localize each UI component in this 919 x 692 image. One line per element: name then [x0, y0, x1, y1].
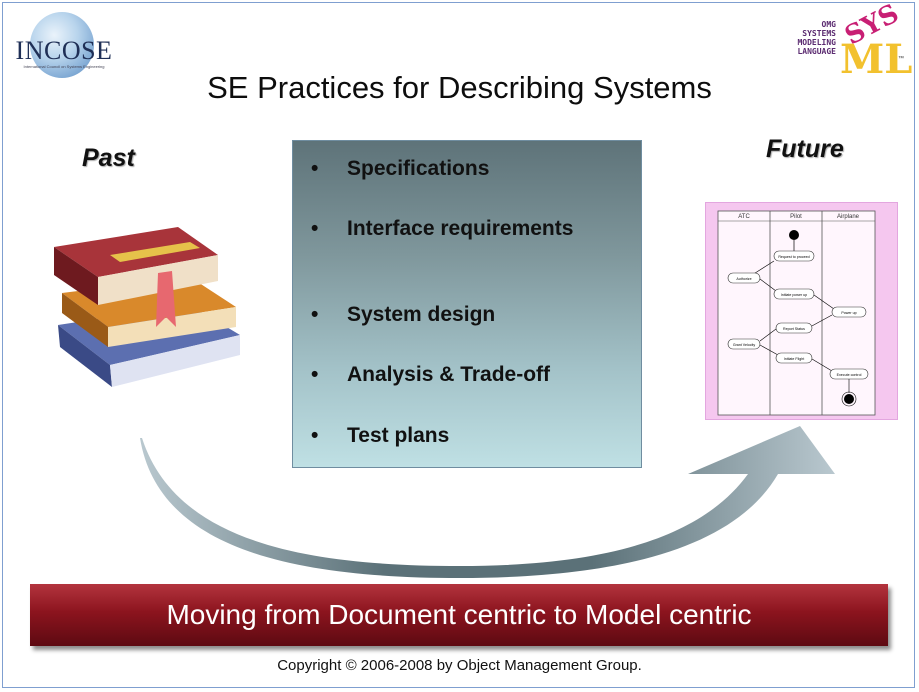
sysml-mark-ml: ML — [840, 36, 913, 83]
bullet-icon: • — [311, 424, 319, 447]
incose-tagline: International Council on Systems Enginee… — [23, 64, 105, 69]
lane-label: Airplane — [837, 214, 860, 220]
svg-text:Authorize: Authorize — [736, 277, 751, 281]
incose-name: INCOSE — [15, 36, 113, 65]
sysml-wordmark: OMG SYSTEMS MODELING LANGUAGE — [797, 20, 836, 56]
svg-text:Initiate power up: Initiate power up — [781, 293, 807, 297]
copyright-notice: Copyright © 2006-2008 by Object Manageme… — [277, 657, 642, 674]
bullet-icon: • — [311, 363, 319, 386]
future-label: Future — [766, 135, 844, 163]
svg-text:Request to proceed: Request to proceed — [778, 255, 809, 259]
svg-text:Execute control: Execute control — [837, 373, 862, 377]
practice-text: System design — [347, 303, 496, 326]
svg-text:Initiate Flight: Initiate Flight — [784, 357, 804, 361]
practice-text: Interface requirements — [347, 217, 574, 240]
lane-label: ATC — [738, 214, 750, 220]
bullet-icon: • — [311, 157, 319, 180]
banner: Moving from Document centric to Model ce… — [30, 584, 888, 646]
activity-diagram: ATC Pilot Airplane Request to proceed Au… — [705, 202, 898, 420]
slide-title: SE Practices for Describing Systems — [207, 70, 712, 105]
practice-text: Analysis & Trade-off — [347, 363, 551, 386]
svg-text:Power up: Power up — [841, 311, 856, 315]
globe-icon — [30, 12, 94, 78]
practice-text: Test plans — [347, 424, 450, 447]
sysml-logo: OMG SYSTEMS MODELING LANGUAGE SYS ML ™ — [780, 0, 912, 84]
trademark-symbol: ™ — [898, 56, 904, 62]
svg-text:Grant Velocity: Grant Velocity — [733, 343, 756, 347]
lane-label: Pilot — [790, 214, 802, 220]
svg-text:Report Status: Report Status — [783, 327, 805, 331]
bullet-icon: • — [311, 303, 319, 326]
practices-panel: • Specifications • Interface requirement… — [292, 140, 642, 468]
incose-logo: INCOSE International Council on Systems … — [8, 12, 120, 84]
banner-text: Moving from Document centric to Model ce… — [166, 599, 752, 630]
books-icon — [54, 227, 240, 387]
past-label: Past — [82, 144, 135, 172]
practice-text: Specifications — [347, 157, 490, 180]
bullet-icon: • — [311, 217, 319, 240]
